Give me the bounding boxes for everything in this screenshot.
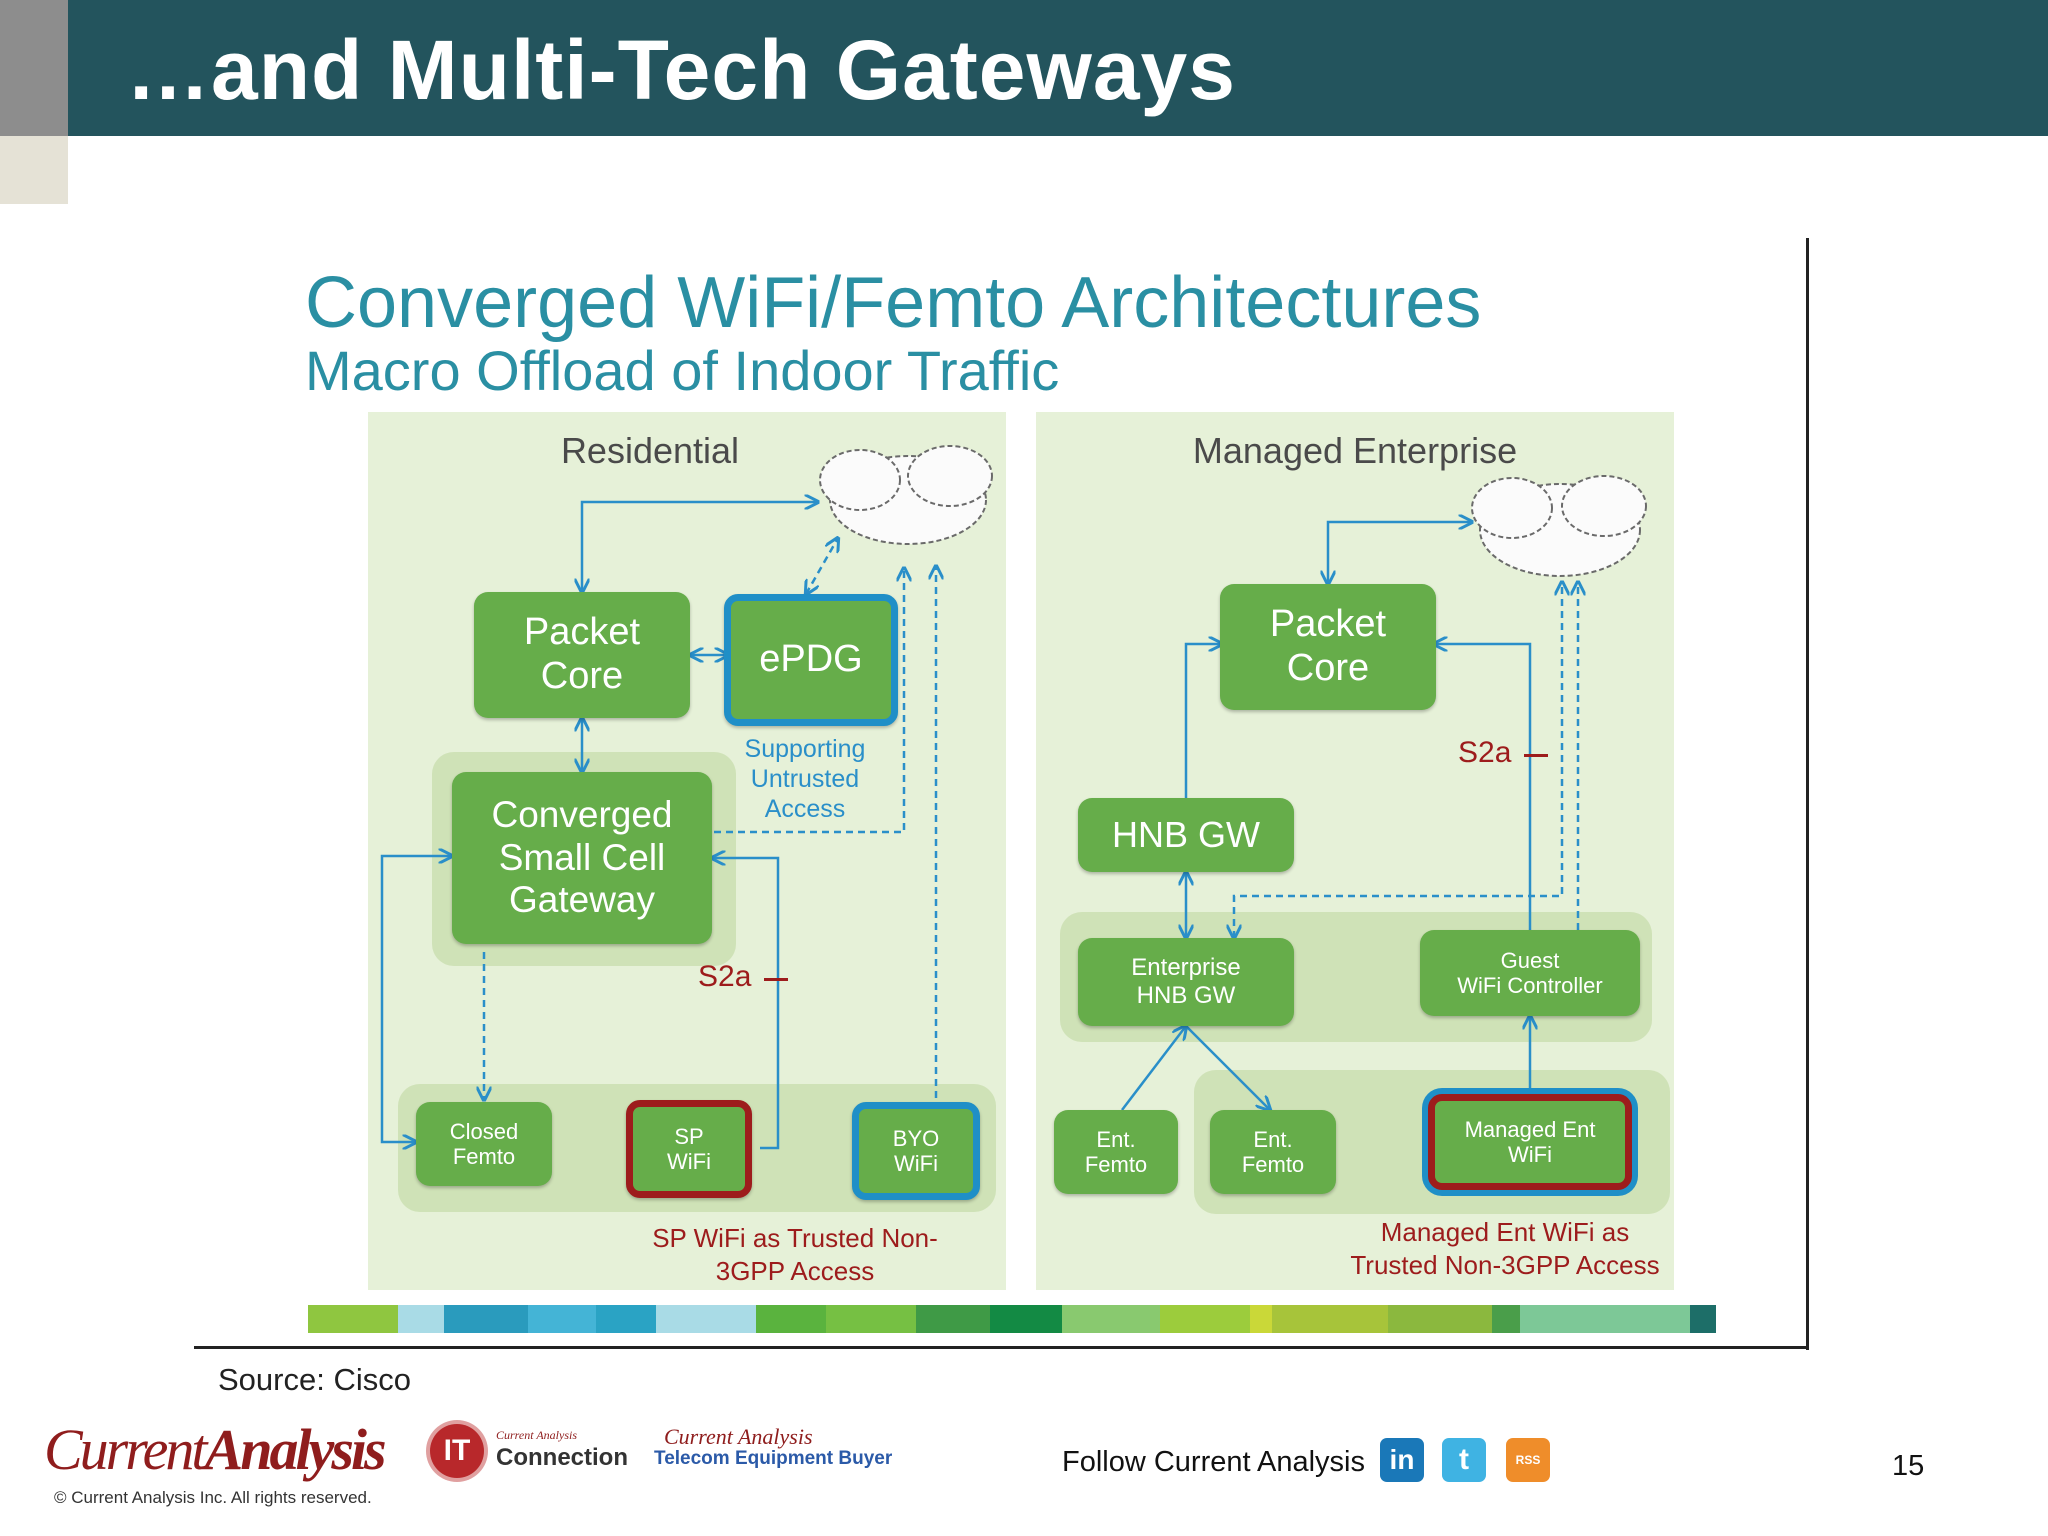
enterprise-label: Managed Enterprise xyxy=(1192,430,1518,471)
telecom-brand-text: Current Analysis xyxy=(664,1424,813,1449)
figure-frame-bottom xyxy=(194,1346,1809,1349)
residential-packet-core-box: Packet Core xyxy=(474,592,690,718)
slide-header: …and Multi-Tech Gateways xyxy=(68,0,2048,136)
connection-brand-text: Current Analysis xyxy=(496,1428,578,1442)
header-corner-accent xyxy=(0,0,68,136)
residential-trusted-note: SP WiFi as Trusted Non- 3GPP Access xyxy=(652,1223,938,1286)
hnb-gw-box: HNB GW xyxy=(1078,798,1294,872)
source-caption: Source: Cisco xyxy=(218,1362,411,1397)
enterprise-s2a-marker xyxy=(1524,754,1548,757)
figure-title: Converged WiFi/Femto Architectures xyxy=(305,263,1482,343)
linkedin-icon[interactable]: in xyxy=(1380,1438,1424,1482)
closed-femto-box: Closed Femto xyxy=(416,1102,552,1186)
it-connection-badge-icon: IT xyxy=(430,1424,484,1478)
decorative-color-bar xyxy=(308,1305,1716,1333)
rss-icon[interactable]: RSS xyxy=(1506,1438,1550,1482)
residential-s2a-label: S2a xyxy=(698,960,752,993)
current-analysis-logo: CurrentAnalysis xyxy=(44,1416,387,1483)
ent-femto-box-2: Ent. Femto xyxy=(1210,1110,1336,1194)
copyright-notice: © Current Analysis Inc. All rights reser… xyxy=(54,1488,372,1507)
residential-s2a-marker xyxy=(764,978,788,981)
enterprise-packet-core-box: Packet Core xyxy=(1220,584,1436,710)
logo-part-2: Analysis xyxy=(204,1417,387,1482)
epdg-box: ePDG xyxy=(724,594,898,726)
telecom-equipment-buyer-label: Telecom Equipment Buyer xyxy=(654,1448,893,1469)
header-corner-accent-light xyxy=(0,136,68,204)
slide-title: …and Multi-Tech Gateways xyxy=(126,23,1236,117)
ent-femto-box-1: Ent. Femto xyxy=(1054,1110,1178,1194)
enterprise-trusted-note: Managed Ent WiFi as Trusted Non-3GPP Acc… xyxy=(1350,1217,1660,1280)
enterprise-hnb-gw-box: Enterprise HNB GW xyxy=(1078,938,1294,1026)
connection-logo-label: Connection xyxy=(496,1444,628,1471)
sp-wifi-box: SP WiFi xyxy=(626,1100,752,1198)
managed-ent-wifi-box: Managed Ent WiFi xyxy=(1428,1094,1632,1190)
byo-wifi-box: BYO WiFi xyxy=(852,1102,980,1200)
guest-wifi-controller-box: Guest WiFi Controller xyxy=(1420,930,1640,1016)
residential-label: Residential xyxy=(560,430,740,471)
page-number: 15 xyxy=(1892,1450,1925,1482)
epdg-note: Supporting Untrusted Access xyxy=(744,735,866,823)
twitter-icon[interactable]: t xyxy=(1442,1438,1486,1482)
logo-part-1: Current xyxy=(44,1417,208,1482)
figure-frame-right xyxy=(1806,238,1809,1350)
enterprise-cloud xyxy=(1471,475,1647,577)
follow-text: Follow Current Analysis xyxy=(1062,1446,1365,1478)
converged-gateway-box: Converged Small Cell Gateway xyxy=(452,772,712,944)
enterprise-s2a-label: S2a xyxy=(1458,736,1512,769)
residential-cloud xyxy=(819,445,993,545)
figure-subtitle: Macro Offload of Indoor Traffic xyxy=(305,339,1060,402)
